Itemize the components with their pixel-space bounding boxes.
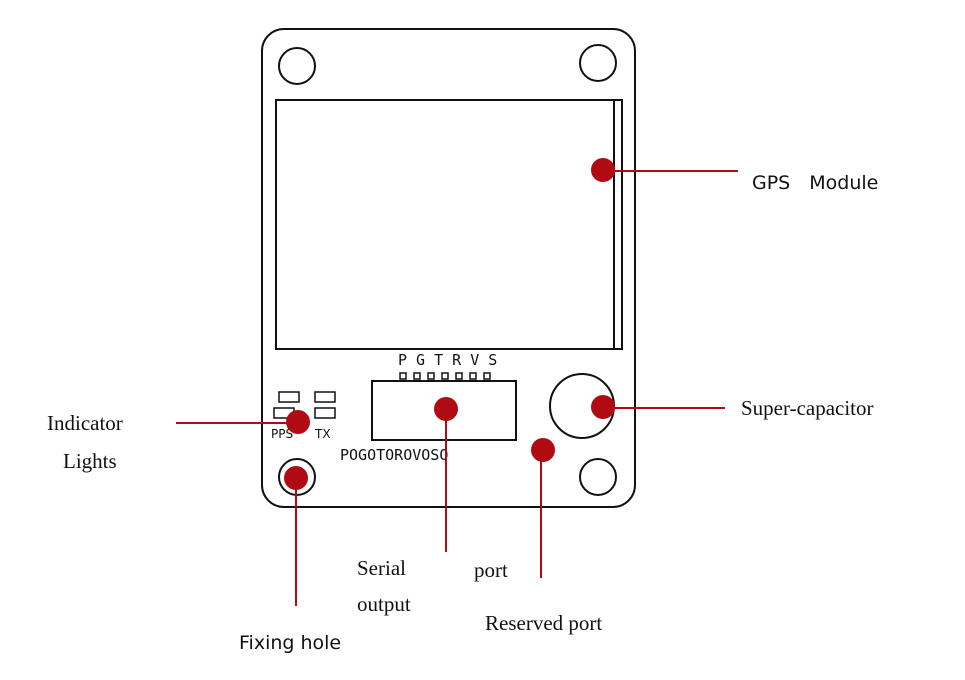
marker-indicator-lights xyxy=(286,410,310,434)
top-pin-pads xyxy=(399,372,491,380)
callout-gps-module: GPS Module xyxy=(752,172,878,194)
led-pad-4 xyxy=(314,407,336,419)
marker-gps-module xyxy=(591,158,615,182)
marker-super-capacitor xyxy=(591,395,615,419)
bottom-pin-labels: POGOTOROVOSO xyxy=(340,446,448,464)
callout-fixing-hole: Fixing hole xyxy=(239,632,341,654)
callout-super-capacitor: Super-capacitor xyxy=(741,396,874,420)
gps-module-outline xyxy=(275,99,623,350)
callout-indicator-line2: Lights xyxy=(63,449,117,473)
led-pad-2 xyxy=(314,391,336,403)
marker-reserved-port xyxy=(531,438,555,462)
callout-reserved-port: Reserved port xyxy=(485,611,602,635)
marker-serial-output xyxy=(434,397,458,421)
serial-connector-outline xyxy=(371,380,517,441)
callout-serial-line1: Serial xyxy=(357,556,406,580)
led-label-pps: PPS xyxy=(271,427,293,441)
fixing-hole-bottom-right xyxy=(579,458,617,496)
fixing-hole-top-right xyxy=(579,44,617,82)
callout-port: port xyxy=(474,558,508,582)
fixing-hole-top-left xyxy=(278,47,316,85)
callout-indicator-line1: Indicator xyxy=(47,411,123,435)
top-pin-labels: P G T R V S xyxy=(398,351,497,369)
led-pad-1 xyxy=(278,391,300,403)
marker-fixing-hole xyxy=(284,466,308,490)
led-label-tx: TX xyxy=(314,427,331,441)
board-outline xyxy=(261,28,636,508)
callout-serial-line2: output xyxy=(357,592,411,616)
